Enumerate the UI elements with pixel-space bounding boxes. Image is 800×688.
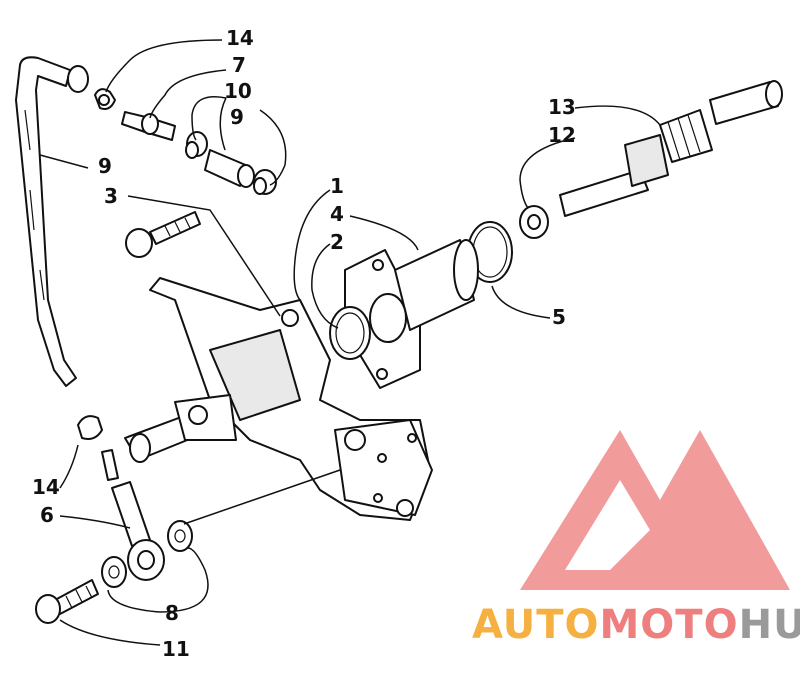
callout-2: 2 bbox=[330, 230, 344, 254]
watermark-moto: MOTO bbox=[600, 602, 739, 648]
callout-13: 13 bbox=[548, 95, 576, 119]
watermark-logo bbox=[520, 430, 790, 590]
washer-12 bbox=[519, 205, 549, 239]
callout-4: 4 bbox=[330, 202, 344, 226]
drive-shaft-13 bbox=[559, 80, 783, 217]
callout-5: 5 bbox=[552, 305, 566, 329]
callout-9-top: 9 bbox=[230, 105, 244, 129]
callout-7: 7 bbox=[232, 53, 246, 77]
oil-pump-body-1 bbox=[124, 277, 433, 521]
watermark-triangle bbox=[520, 430, 790, 590]
washer-8-upper bbox=[167, 520, 193, 552]
o-ring-5 bbox=[467, 221, 513, 283]
callout-11: 11 bbox=[162, 637, 190, 661]
oil-hose bbox=[15, 56, 89, 387]
pump-cover-4 bbox=[344, 239, 479, 389]
callout-9-left: 9 bbox=[98, 154, 112, 178]
callout-8: 8 bbox=[165, 601, 179, 625]
washer-8-lower bbox=[101, 556, 127, 588]
callout-14-bottom: 14 bbox=[32, 475, 60, 499]
hose-section-9-top bbox=[204, 149, 255, 188]
gasket-2 bbox=[329, 306, 371, 360]
clamp-14-bottom bbox=[77, 415, 103, 440]
screw-3 bbox=[125, 211, 201, 258]
clamp-10-b bbox=[253, 169, 277, 195]
leader-lines bbox=[39, 39, 661, 646]
callout-14-top: 14 bbox=[226, 26, 254, 50]
callout-12: 12 bbox=[548, 123, 576, 147]
callout-6: 6 bbox=[40, 503, 54, 527]
callout-1: 1 bbox=[330, 174, 344, 198]
svg-text:AUTOMOTOHUB: AUTOMOTOHUB bbox=[472, 602, 800, 648]
callout-10: 10 bbox=[224, 79, 252, 103]
banjo-fitting-6 bbox=[101, 449, 165, 581]
fitting-clamp-14-top bbox=[94, 88, 116, 110]
fitting-nipple-7 bbox=[121, 111, 176, 141]
watermark-auto: AUTO bbox=[472, 602, 600, 648]
callout-3: 3 bbox=[104, 184, 118, 208]
watermark-inner-mark bbox=[627, 456, 773, 577]
banjo-bolt-11 bbox=[35, 579, 99, 624]
clamp-10 bbox=[185, 131, 208, 159]
watermark-hub: HUB bbox=[739, 602, 800, 648]
